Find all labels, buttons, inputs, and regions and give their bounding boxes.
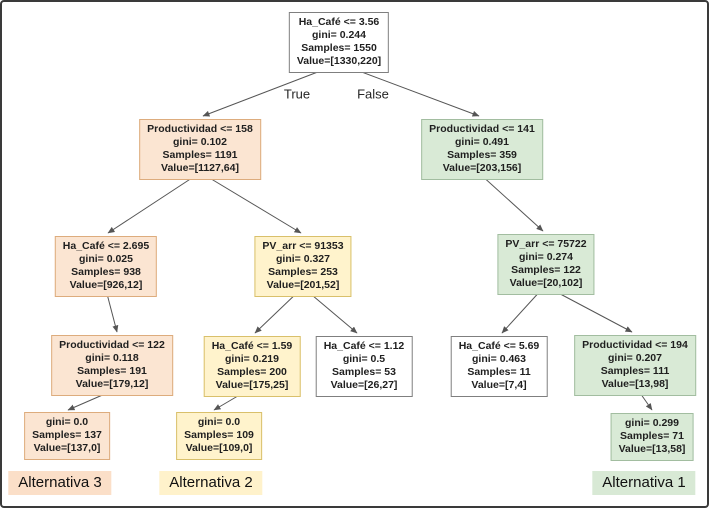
node-condition: Productividad <= 122 <box>59 339 165 351</box>
tree-leaf-71: gini= 0.299 Samples= 71 Value=[13,58] <box>610 413 694 461</box>
node-value: Value=[203,156] <box>442 162 522 174</box>
node-samples: Samples= 11 <box>467 366 531 378</box>
node-samples: Samples= 1191 <box>162 149 238 161</box>
tree-node-pvarr75722: PV_arr <= 75722 gini= 0.274 Samples= 122… <box>497 234 595 295</box>
edge-pvarr91353-hacafe159 <box>254 289 301 334</box>
legend-alternativa-2: Alternativa 2 <box>159 471 263 495</box>
edge-root-true <box>202 64 337 117</box>
node-samples: Samples= 71 <box>620 430 684 442</box>
node-gini: gini= 0.102 <box>172 136 227 148</box>
edge-hacafe2695-prod122 <box>105 289 119 333</box>
node-gini: gini= 0.0 <box>45 416 89 428</box>
branch-label-false: False <box>357 86 389 102</box>
node-value: Value=[7,4] <box>471 379 527 391</box>
node-value: Value=[1127,64] <box>161 162 239 174</box>
node-samples: Samples= 109 <box>184 429 254 441</box>
node-condition: Ha_Café <= 1.59 <box>211 340 293 352</box>
tree-node-hacafe569: Ha_Café <= 5.69 gini= 0.463 Samples= 11 … <box>450 336 548 397</box>
node-value: Value=[13,58] <box>618 443 686 455</box>
node-gini: gini= 0.463 <box>472 353 526 365</box>
node-value: Value=[175,25] <box>215 379 289 391</box>
edge-pvarr91353-hacafe112 <box>305 289 358 334</box>
edge-root-false <box>342 64 480 117</box>
node-condition: Productividad <= 194 <box>582 339 688 351</box>
node-condition: PV_arr <= 91353 <box>262 240 344 252</box>
node-value: Value=[13,98] <box>601 378 669 390</box>
tree-node-hacafe159: Ha_Café <= 1.59 gini= 0.219 Samples= 200… <box>203 336 301 397</box>
node-samples: Samples= 1550 <box>301 42 377 54</box>
node-value: Value=[26,27] <box>330 379 398 391</box>
node-samples: Samples= 200 <box>217 366 287 378</box>
node-condition: PV_arr <= 75722 <box>505 238 587 250</box>
node-condition: Productividad <= 158 <box>147 123 253 135</box>
edge-prod141-pvarr75722 <box>479 173 544 232</box>
edge-prod158-hacafe2695 <box>107 173 199 234</box>
node-gini: gini= 0.299 <box>625 417 679 429</box>
node-value: Value=[137,0] <box>33 442 101 454</box>
tree-node-root: Ha_Café <= 3.56 gini= 0.244 Samples= 155… <box>288 12 390 73</box>
tree-node-prod194: Productividad <= 194 gini= 0.207 Samples… <box>574 335 696 396</box>
node-value: Value=[179,12] <box>75 378 149 390</box>
node-value: Value=[109,0] <box>185 442 253 454</box>
node-gini: gini= 0.491 <box>454 136 509 148</box>
node-samples: Samples= 359 <box>447 149 517 161</box>
legend-alternativa-3: Alternativa 3 <box>8 471 112 495</box>
tree-node-hacafe2695: Ha_Café <= 2.695 gini= 0.025 Samples= 93… <box>54 236 158 297</box>
node-gini: gini= 0.244 <box>311 29 366 41</box>
tree-node-prod158: Productividad <= 158 gini= 0.102 Samples… <box>139 119 261 180</box>
node-value: Value=[20,102] <box>509 277 583 289</box>
tree-node-pvarr91353: PV_arr <= 91353 gini= 0.327 Samples= 253… <box>254 236 352 297</box>
node-gini: gini= 0.274 <box>519 251 573 263</box>
node-condition: Ha_Café <= 3.56 <box>298 16 380 28</box>
node-samples: Samples= 122 <box>511 264 581 276</box>
node-samples: Samples= 938 <box>71 266 141 278</box>
node-gini: gini= 0.327 <box>276 253 330 265</box>
node-gini: gini= 0.219 <box>225 353 279 365</box>
node-samples: Samples= 191 <box>77 365 147 377</box>
tree-leaf-137: gini= 0.0 Samples= 137 Value=[137,0] <box>24 412 110 460</box>
node-condition: Ha_Café <= 1.12 <box>323 340 405 352</box>
node-samples: Samples= 137 <box>32 429 102 441</box>
tree-leaf-109: gini= 0.0 Samples= 109 Value=[109,0] <box>176 412 262 460</box>
node-gini: gini= 0.118 <box>85 352 139 364</box>
node-samples: Samples= 111 <box>600 365 670 377</box>
edge-pvarr75722-prod194 <box>548 287 633 333</box>
node-condition: Ha_Café <= 5.69 <box>458 340 540 352</box>
tree-node-hacafe112: Ha_Café <= 1.12 gini= 0.5 Samples= 53 Va… <box>315 336 413 397</box>
node-gini: gini= 0.207 <box>607 352 662 364</box>
node-value: Value=[201,52] <box>266 279 340 291</box>
branch-label-true: True <box>283 86 311 102</box>
legend-alternativa-1: Alternativa 1 <box>592 471 696 495</box>
node-samples: Samples= 253 <box>268 266 338 278</box>
edge-prod158-pvarr91353 <box>202 173 302 234</box>
node-condition: Productividad <= 141 <box>429 123 535 135</box>
node-value: Value=[926,12] <box>69 279 143 291</box>
node-gini: gini= 0.5 <box>342 353 386 365</box>
tree-node-prod122: Productividad <= 122 gini= 0.118 Samples… <box>51 335 173 396</box>
node-samples: Samples= 53 <box>332 366 396 378</box>
tree-node-prod141: Productividad <= 141 gini= 0.491 Samples… <box>421 119 543 180</box>
node-condition: Ha_Café <= 2.695 <box>62 240 150 252</box>
node-value: Value=[1330,220] <box>296 55 382 67</box>
node-gini: gini= 0.025 <box>79 253 133 265</box>
edge-pvarr75722-hacafe569 <box>501 287 544 334</box>
node-gini: gini= 0.0 <box>197 416 241 428</box>
